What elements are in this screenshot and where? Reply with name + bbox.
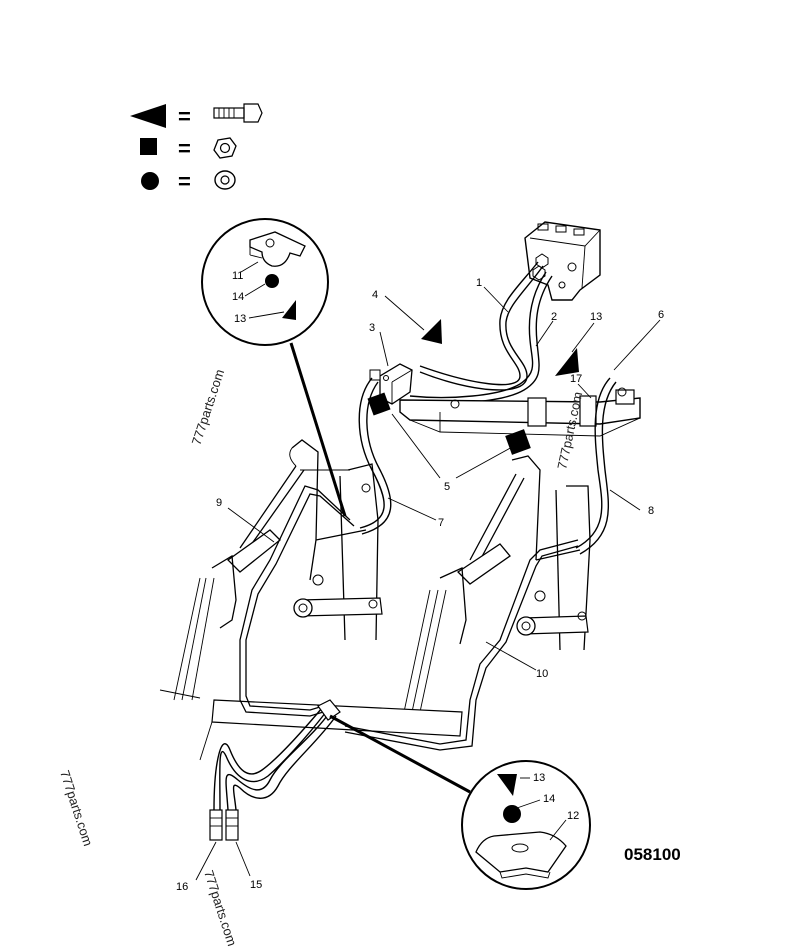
nut-icon bbox=[213, 137, 237, 159]
bolt-icon bbox=[213, 103, 263, 123]
callout-6: 6 bbox=[658, 309, 664, 321]
washer-icon bbox=[214, 170, 236, 190]
callout-14: 14 bbox=[232, 291, 244, 303]
bolt-symbol-icon bbox=[555, 348, 579, 376]
hose-15 bbox=[225, 711, 337, 811]
callout-3: 3 bbox=[369, 322, 375, 334]
callout-17: 17 bbox=[570, 373, 582, 385]
callout-13: 13 bbox=[234, 313, 246, 325]
hose-fittings bbox=[209, 699, 341, 841]
legend-equals: = bbox=[178, 169, 191, 194]
callout-5: 5 bbox=[444, 481, 450, 493]
legend: = = = bbox=[130, 103, 263, 194]
callout-leaders bbox=[195, 286, 661, 881]
callout-14: 14 bbox=[543, 793, 555, 805]
hose-7 bbox=[358, 377, 392, 535]
drawing-code: 058100 bbox=[624, 845, 681, 864]
legend-row-bolt: = bbox=[130, 103, 263, 129]
loader-arm-right bbox=[403, 455, 591, 713]
detail-leader-lower bbox=[329, 714, 471, 794]
callout-8: 8 bbox=[648, 505, 654, 517]
callout-11: 11 bbox=[232, 270, 243, 282]
legend-equals: = bbox=[178, 136, 191, 161]
callout-4: 4 bbox=[372, 289, 378, 301]
watermark: 777parts.com bbox=[57, 768, 96, 848]
hose-1 bbox=[419, 261, 544, 391]
nut-symbol-icon bbox=[367, 392, 391, 416]
callout-7: 7 bbox=[438, 517, 444, 529]
pipe-9 bbox=[239, 485, 355, 717]
callout-10: 10 bbox=[536, 668, 548, 680]
callout-15: 15 bbox=[250, 879, 262, 891]
callout-13: 13 bbox=[590, 311, 602, 323]
detail-circle-lower: 13 14 12 bbox=[461, 760, 591, 890]
clamp-plate-icon bbox=[475, 831, 567, 879]
watermark: 777parts.com bbox=[189, 367, 228, 447]
callout-12: 12 bbox=[567, 810, 579, 822]
pipe-10 bbox=[344, 539, 579, 751]
circle-symbol-icon bbox=[141, 172, 159, 190]
callout-labels: 1 2 3 4 5 6 7 8 9 10 13 17 16 15 bbox=[176, 277, 664, 893]
bolt-symbol-icon bbox=[421, 319, 442, 344]
bolt-symbol-icon bbox=[282, 300, 296, 320]
legend-equals: = bbox=[178, 104, 191, 129]
bolt-symbol-icon bbox=[497, 774, 517, 796]
square-symbol-icon bbox=[140, 138, 157, 155]
loader-arm-left bbox=[173, 439, 383, 701]
hose-8 bbox=[575, 377, 617, 555]
detail-leader-upper bbox=[289, 342, 347, 517]
callout-16: 16 bbox=[176, 881, 188, 893]
clamp-bracket-icon bbox=[249, 231, 306, 267]
callout-1: 1 bbox=[476, 277, 482, 289]
control-valve bbox=[524, 221, 601, 301]
legend-row-washer: = bbox=[141, 169, 236, 194]
cross-beam bbox=[159, 689, 463, 761]
legend-row-nut: = bbox=[140, 136, 237, 161]
watermark: 777parts.com bbox=[201, 868, 240, 948]
washer-symbol-icon bbox=[265, 274, 279, 288]
nut-symbol-icon bbox=[505, 429, 531, 455]
callout-13: 13 bbox=[533, 772, 545, 784]
triangle-symbol-icon bbox=[130, 104, 166, 128]
hose-16 bbox=[213, 707, 327, 811]
callout-2: 2 bbox=[551, 311, 557, 323]
detail-circle-upper: 11 14 13 bbox=[201, 218, 329, 346]
callout-9: 9 bbox=[216, 497, 222, 509]
ram-assembly bbox=[399, 387, 641, 437]
washer-symbol-icon bbox=[503, 805, 521, 823]
